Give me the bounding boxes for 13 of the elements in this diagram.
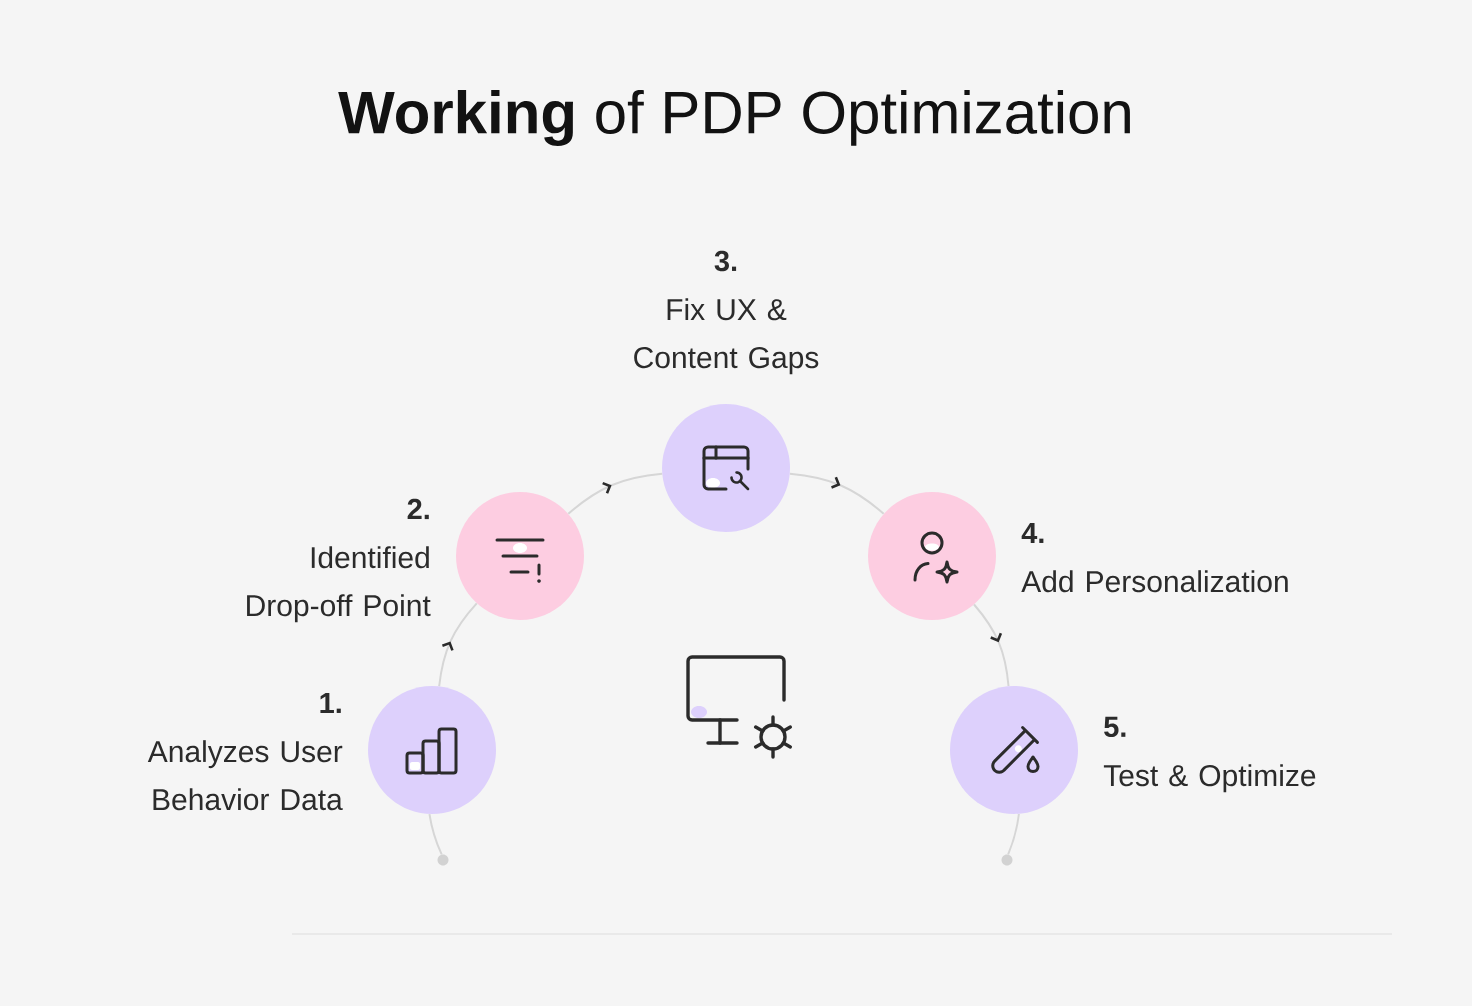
step-label: Add Personalization (1021, 570, 1288, 593)
step-number: 1. (320, 693, 341, 713)
step-label: Analyzes User Behavior Data (147, 740, 343, 811)
step-number: 3. (714, 250, 737, 272)
step-label: Test & Optimize (1103, 764, 1316, 793)
step-number: 2. (407, 498, 429, 520)
step-number: 4. (1021, 523, 1044, 543)
step-number: 5. (1104, 716, 1126, 738)
connector-line (1007, 813, 1020, 856)
step-label: Fix UX & Content Gaps (634, 298, 819, 375)
step-label: Identified Drop-off Point (247, 546, 431, 623)
title: Working of PDP Optimization (338, 89, 1130, 147)
connector-line (428, 813, 443, 856)
